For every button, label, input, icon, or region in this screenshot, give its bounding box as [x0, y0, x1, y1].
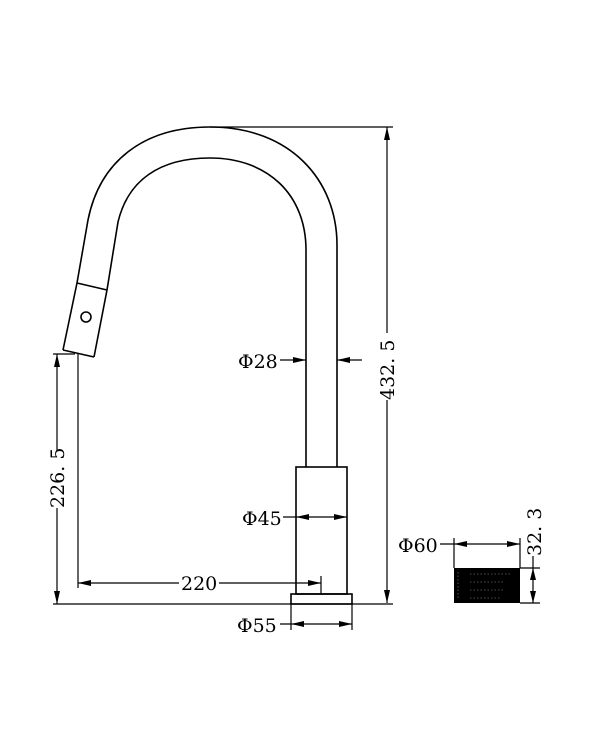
total-height-label: 432. 5: [377, 340, 399, 400]
pull-out-spray-head: [62, 282, 108, 358]
aerator-detail: Φ60 32. 3: [398, 508, 546, 604]
dimension-spout-reach: 220: [78, 573, 322, 595]
aerator-block: [454, 568, 520, 603]
aerator-height-label: 32. 3: [524, 508, 546, 556]
dimension-body-diameter: Φ45: [242, 508, 347, 530]
faucet-body: [295, 466, 348, 595]
base-diameter-label: Φ55: [237, 615, 277, 637]
dimension-spout-diameter: Φ28: [238, 351, 362, 373]
outlet-height-label: 226. 5: [47, 448, 69, 508]
body-diameter-label: Φ45: [242, 508, 282, 530]
base-plate: [290, 593, 353, 605]
dimension-base-diameter: Φ55: [237, 604, 353, 637]
dimension-outlet-height: 226. 5: [47, 353, 79, 604]
aerator-diameter-label: Φ60: [398, 535, 438, 557]
spout-reach-label: 220: [181, 573, 217, 595]
gooseneck-spout-outer: [76, 126, 338, 467]
spray-button-icon: [80, 311, 92, 323]
dimension-total-height: 432. 5: [210, 126, 399, 603]
gooseneck-spout-inner: [106, 157, 307, 467]
faucet-outline: [62, 126, 353, 605]
spout-diameter-label: Φ28: [238, 351, 278, 373]
